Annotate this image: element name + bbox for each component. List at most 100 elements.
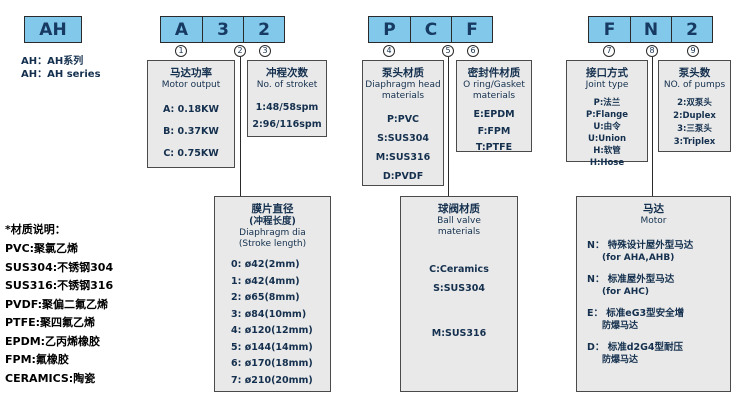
legend-item: CERAMICS:陶瓷 xyxy=(5,371,96,385)
option: 2:96/116spm xyxy=(252,119,322,130)
head-material-title-en2: materials xyxy=(381,91,425,101)
joint-type-title-en: Joint type xyxy=(585,80,629,90)
option: 2: ø65(8mm) xyxy=(231,292,300,303)
connector-ball-valve-line xyxy=(448,57,449,196)
ball-valve-options: C:Ceramics S:SUS304 M:SUS316 xyxy=(401,260,517,343)
diaphragm-title-en1: Diaphragm dia xyxy=(239,228,306,238)
option: 3:Triplex xyxy=(673,137,716,147)
option: N： 标准屋外型马达 (for AHC) xyxy=(587,273,730,298)
circled-number-8: 8 xyxy=(646,45,658,57)
option-line2: 防爆马达 xyxy=(602,321,639,331)
legend-item: PTFE:聚四氟乙烯 xyxy=(5,316,95,329)
box-joint-type: 接口方式 Joint type P:法兰 P:Flange U:由令 U:Uni… xyxy=(566,60,648,168)
diaphragm-title-cn1: 膜片直径 xyxy=(251,203,294,215)
code-group-2: P C F xyxy=(368,16,493,43)
motor-output-options: A: 0.18KW B: 0.37KW C: 0.75KW xyxy=(148,99,234,165)
option: B: 0.37KW xyxy=(163,126,219,137)
diaphragm-options: 0: ø42(2mm) 1: ø42(4mm) 2: ø65(8mm) 3: ø… xyxy=(215,257,330,389)
option-line2: 防爆马达 xyxy=(602,355,639,365)
pump-count-options: 2:双泵头 2:Duplex 3:三泵头 3:Triplex xyxy=(659,97,730,149)
head-material-title-cn: 泵头材质 xyxy=(382,67,424,79)
code-cell-joint-type: F xyxy=(603,19,616,40)
option: S:SUS304 xyxy=(433,283,485,294)
legend-item: PVC:聚氯乙烯 xyxy=(5,242,79,255)
joint-type-options: P:法兰 P:Flange U:由令 U:Union H:软管 H:Hose xyxy=(567,97,647,169)
code-cell-strokes: 2 xyxy=(243,17,284,42)
circled-number-1: 1 xyxy=(175,45,187,57)
option: 1:48/58spm xyxy=(255,102,319,113)
option: 4: ø120(12mm) xyxy=(231,325,313,336)
legend-item: FPM:氟橡胶 xyxy=(5,353,69,366)
option: 5: ø144(14mm) xyxy=(231,341,313,353)
ah-series-note-cn: AH：AH系列 xyxy=(21,56,84,67)
box-motor-type: 马达 Motor N： 特殊设计屋外型马达 (for AHA,AHB) N： 标… xyxy=(576,196,731,392)
code-cell-pump-count: 2 xyxy=(671,17,712,42)
option: H:软管 xyxy=(593,146,621,156)
diaphragm-title-cn2: (冲程长度) xyxy=(249,216,296,227)
code-cell-motor-output: A xyxy=(174,19,189,40)
box-strokes: 冲程次数 No. of stroket 1:48/58spm 2:96/116s… xyxy=(247,60,327,137)
motor-options: N： 特殊设计屋外型马达 (for AHA,AHB) N： 标准屋外型马达 (f… xyxy=(577,239,730,366)
code-cell-ah: AH xyxy=(24,16,82,43)
code-cell-head-material: P xyxy=(383,19,396,40)
joint-type-title-cn: 接口方式 xyxy=(586,67,628,79)
motor-title-cn: 马达 xyxy=(643,203,664,215)
diaphragm-title-en2: (Stroke length) xyxy=(238,239,307,249)
option: E:EPDM xyxy=(473,109,515,120)
ah-series-note-en: AH：AH series xyxy=(21,69,101,80)
option: 3:三泵头 xyxy=(677,124,712,134)
option: 3: ø84(10mm) xyxy=(231,308,307,320)
box-ball-valve: 球阀材质 Ball valve materials C:Ceramics S:S… xyxy=(400,196,518,392)
ball-valve-title-en1: Ball valve xyxy=(437,216,481,226)
box-head-material: 泵头材质 Diaphragm head materials P:PVC S:SU… xyxy=(362,60,444,186)
option: C:Ceramics xyxy=(429,264,489,275)
seal-material-title-en2: materials xyxy=(472,91,516,101)
option: 6: ø170(18mm) xyxy=(231,358,313,369)
strokes-title-en: No. of stroket xyxy=(256,80,318,90)
box-motor-output: 马达功率 Motor output A: 0.18KW B: 0.37KW C:… xyxy=(147,60,235,168)
legend-item: PVDF:聚偏二氟乙烯 xyxy=(5,297,109,311)
option: F:FPM xyxy=(477,125,511,137)
option: 7: ø210(20mm) xyxy=(231,374,313,386)
option: A: 0.18KW xyxy=(163,104,219,115)
option: P:Flange xyxy=(586,110,628,120)
option: D： 标准d2G4型耐压 防爆马达 xyxy=(587,341,730,366)
option-line1: E： 标准eG3型安全增 xyxy=(587,308,685,319)
legend-item: EPDM:乙丙烯橡胶 xyxy=(5,334,101,348)
seal-material-options: E:EPDM F:FPM T:PTFE xyxy=(457,107,531,157)
option: U:由令 xyxy=(593,122,621,132)
option: 0: ø42(2mm) xyxy=(231,259,300,270)
option: 2:Duplex xyxy=(673,111,716,121)
code-cell-diaphragm: 3 xyxy=(202,17,243,42)
circled-number-2: 2 xyxy=(234,45,246,57)
circled-number-9: 9 xyxy=(687,45,699,57)
legend-item: SUS316:不锈钢316 xyxy=(5,279,114,292)
strokes-options: 1:48/58spm 2:96/116spm xyxy=(248,99,326,133)
box-diaphragm-dia: 膜片直径 (冲程长度) Diaphragm dia (Stroke length… xyxy=(214,196,331,392)
option-line1: N： 标准屋外型马达 xyxy=(587,274,675,285)
legend-item: SUS304:不锈钢304 xyxy=(5,260,114,274)
motor-output-title-en: Motor output xyxy=(161,80,221,90)
pump-count-title-cn: 泵头数 xyxy=(678,67,711,79)
box-seal-material: 密封件材质 O ring/Gasket materials E:EPDM F:F… xyxy=(456,60,532,153)
circled-number-3: 3 xyxy=(259,45,271,57)
option: 2:双泵头 xyxy=(677,98,712,108)
ball-valve-title-en2: materials xyxy=(437,227,481,237)
pump-count-title-en: NO. of pumps xyxy=(663,80,726,90)
option: T:PTFE xyxy=(475,142,513,153)
code-cell-motor-type: N xyxy=(630,17,671,42)
head-material-title-en1: Diaphragm head xyxy=(365,80,441,90)
option: S:SUS304 xyxy=(377,133,429,144)
option: U:Union xyxy=(587,134,627,144)
head-material-options: P:PVC S:SUS304 M:SUS316 D:PVDF xyxy=(363,110,443,186)
option: 1: ø42(4mm) xyxy=(231,275,300,287)
option-line1: D： 标准d2G4型耐压 xyxy=(587,342,684,353)
connector-motor-line xyxy=(652,57,653,196)
circled-number-7: 7 xyxy=(603,45,615,57)
option: H:Hose xyxy=(589,158,625,168)
seal-material-title-cn: 密封件材质 xyxy=(467,67,521,79)
option: P:法兰 xyxy=(593,98,621,108)
circled-number-4: 4 xyxy=(383,45,395,57)
option-line2: (for AHA,AHB) xyxy=(602,253,675,263)
